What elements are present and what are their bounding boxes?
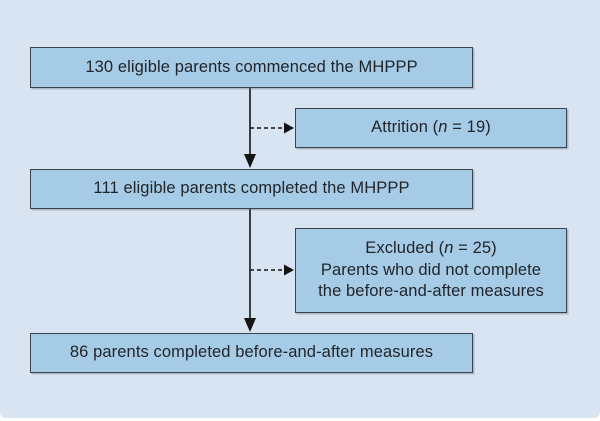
dashed-arrow-attrition bbox=[250, 122, 294, 134]
box-attrition: Attrition (n = 19) bbox=[295, 108, 567, 148]
down-arrow-2 bbox=[244, 208, 256, 332]
box-excluded-line2: Parents who did not complete bbox=[320, 260, 542, 279]
box-excluded: Excluded (n = 25) Parents who did not co… bbox=[295, 228, 567, 313]
box-completed-label: 111 eligible parents completed the MHPPP bbox=[93, 179, 410, 198]
dashed-arrow-excluded bbox=[250, 264, 294, 276]
box-completed: 111 eligible parents completed the MHPPP bbox=[30, 169, 473, 209]
box-measures-label: 86 parents completed before-and-after me… bbox=[69, 343, 434, 362]
down-arrow-1 bbox=[244, 88, 256, 168]
italic-n: n bbox=[438, 118, 448, 137]
italic-n: n bbox=[444, 239, 454, 258]
box-excluded-line3: the before-and-after measures bbox=[318, 282, 544, 301]
box-excluded-line1: Excluded (n = 25) bbox=[365, 239, 497, 258]
box-commenced: 130 eligible parents commenced the MHPPP bbox=[30, 47, 473, 88]
box-commenced-label: 130 eligible parents commenced the MHPPP bbox=[85, 57, 418, 76]
box-measures: 86 parents completed before-and-after me… bbox=[30, 333, 473, 373]
box-attrition-label: Attrition (n = 19) bbox=[371, 118, 491, 137]
